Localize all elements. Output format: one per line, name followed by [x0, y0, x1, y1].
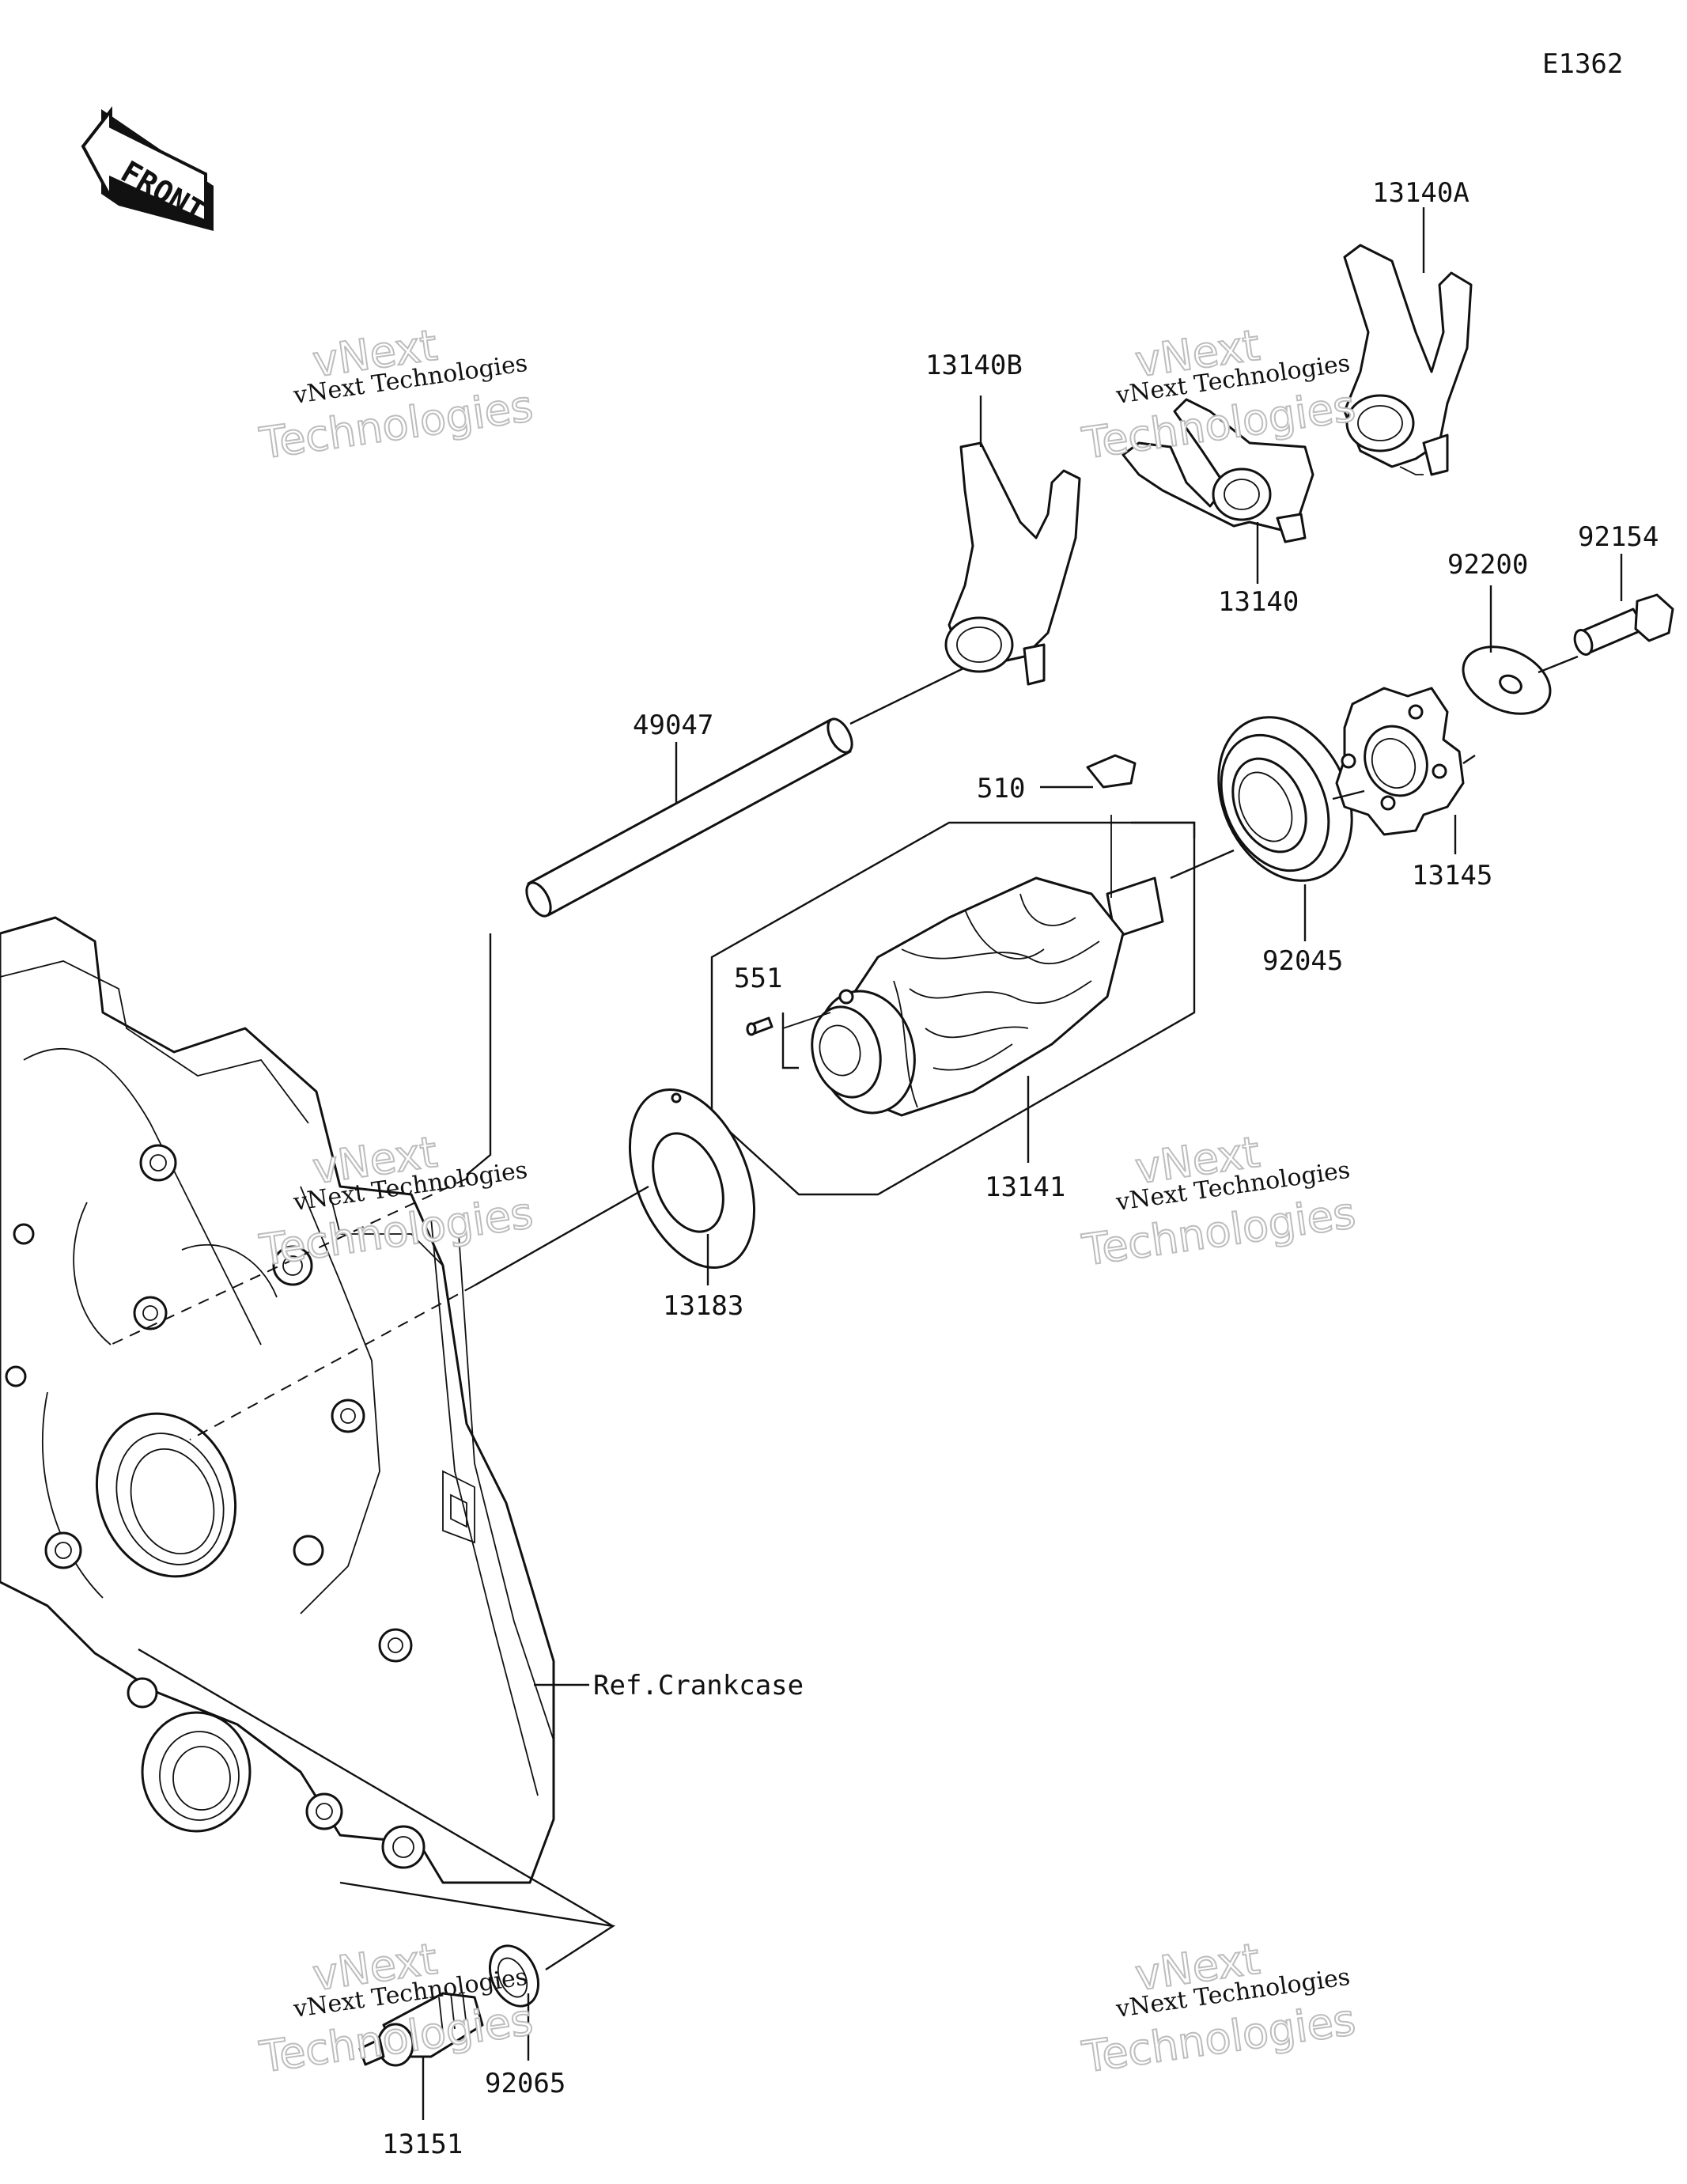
- watermark-4: vNext Technologies vNext Technologies: [1078, 1126, 1359, 1277]
- label-13145: 13145: [1412, 860, 1492, 891]
- shift-fork-13140: [1122, 398, 1314, 543]
- watermark-1: vNext Technologies vNext Technologies: [255, 320, 536, 470]
- watermark-5: vNext Technologies vNext Technologies: [255, 1933, 536, 2084]
- washer-13183: [628, 1088, 756, 1270]
- drum-frame-corner: [1131, 821, 1196, 838]
- shift-drum-13141: [811, 876, 1164, 1117]
- label-13151: 13151: [382, 2129, 463, 2160]
- leader-lines: [110, 207, 1623, 2120]
- shift-fork-13140A: [1343, 244, 1473, 476]
- key-510: [1086, 754, 1137, 789]
- pin-to-drum-line: [782, 1012, 831, 1029]
- shaft-49047: [525, 717, 853, 918]
- label-510: 510: [977, 773, 1025, 804]
- front-arrow-icon: FRONT: [81, 106, 214, 231]
- shift-fork-13140B: [944, 441, 1081, 686]
- washer-92200: [1462, 645, 1552, 715]
- label-92045: 92045: [1262, 945, 1343, 977]
- label-13140B: 13140B: [925, 350, 1023, 381]
- star-cam-13145: [1335, 687, 1465, 836]
- label-13140: 13140: [1218, 586, 1299, 618]
- neutral-switch-13151: [358, 1992, 484, 2067]
- label-49047: 49047: [633, 710, 713, 741]
- diagram-id: E1362: [1542, 48, 1623, 80]
- pin-bracket: [781, 1013, 799, 1069]
- label-13140A: 13140A: [1372, 177, 1470, 209]
- label-551: 551: [734, 963, 782, 994]
- label-13183: 13183: [663, 1290, 743, 1322]
- label-ref-crankcase: Ref.Crankcase: [593, 1670, 804, 1701]
- label-92200: 92200: [1447, 549, 1528, 581]
- label-92065: 92065: [485, 2068, 565, 2099]
- bolt-92154: [1573, 593, 1674, 656]
- crankcase-illustration: [0, 916, 555, 1884]
- pin-551: [746, 1016, 774, 1036]
- label-13141: 13141: [985, 1171, 1065, 1203]
- watermark-2: vNext Technologies vNext Technologies: [1078, 320, 1359, 470]
- watermark-6: vNext Technologies vNext Technologies: [1078, 1933, 1359, 2084]
- label-92154: 92154: [1578, 521, 1659, 553]
- bearing-92045: [1217, 716, 1353, 882]
